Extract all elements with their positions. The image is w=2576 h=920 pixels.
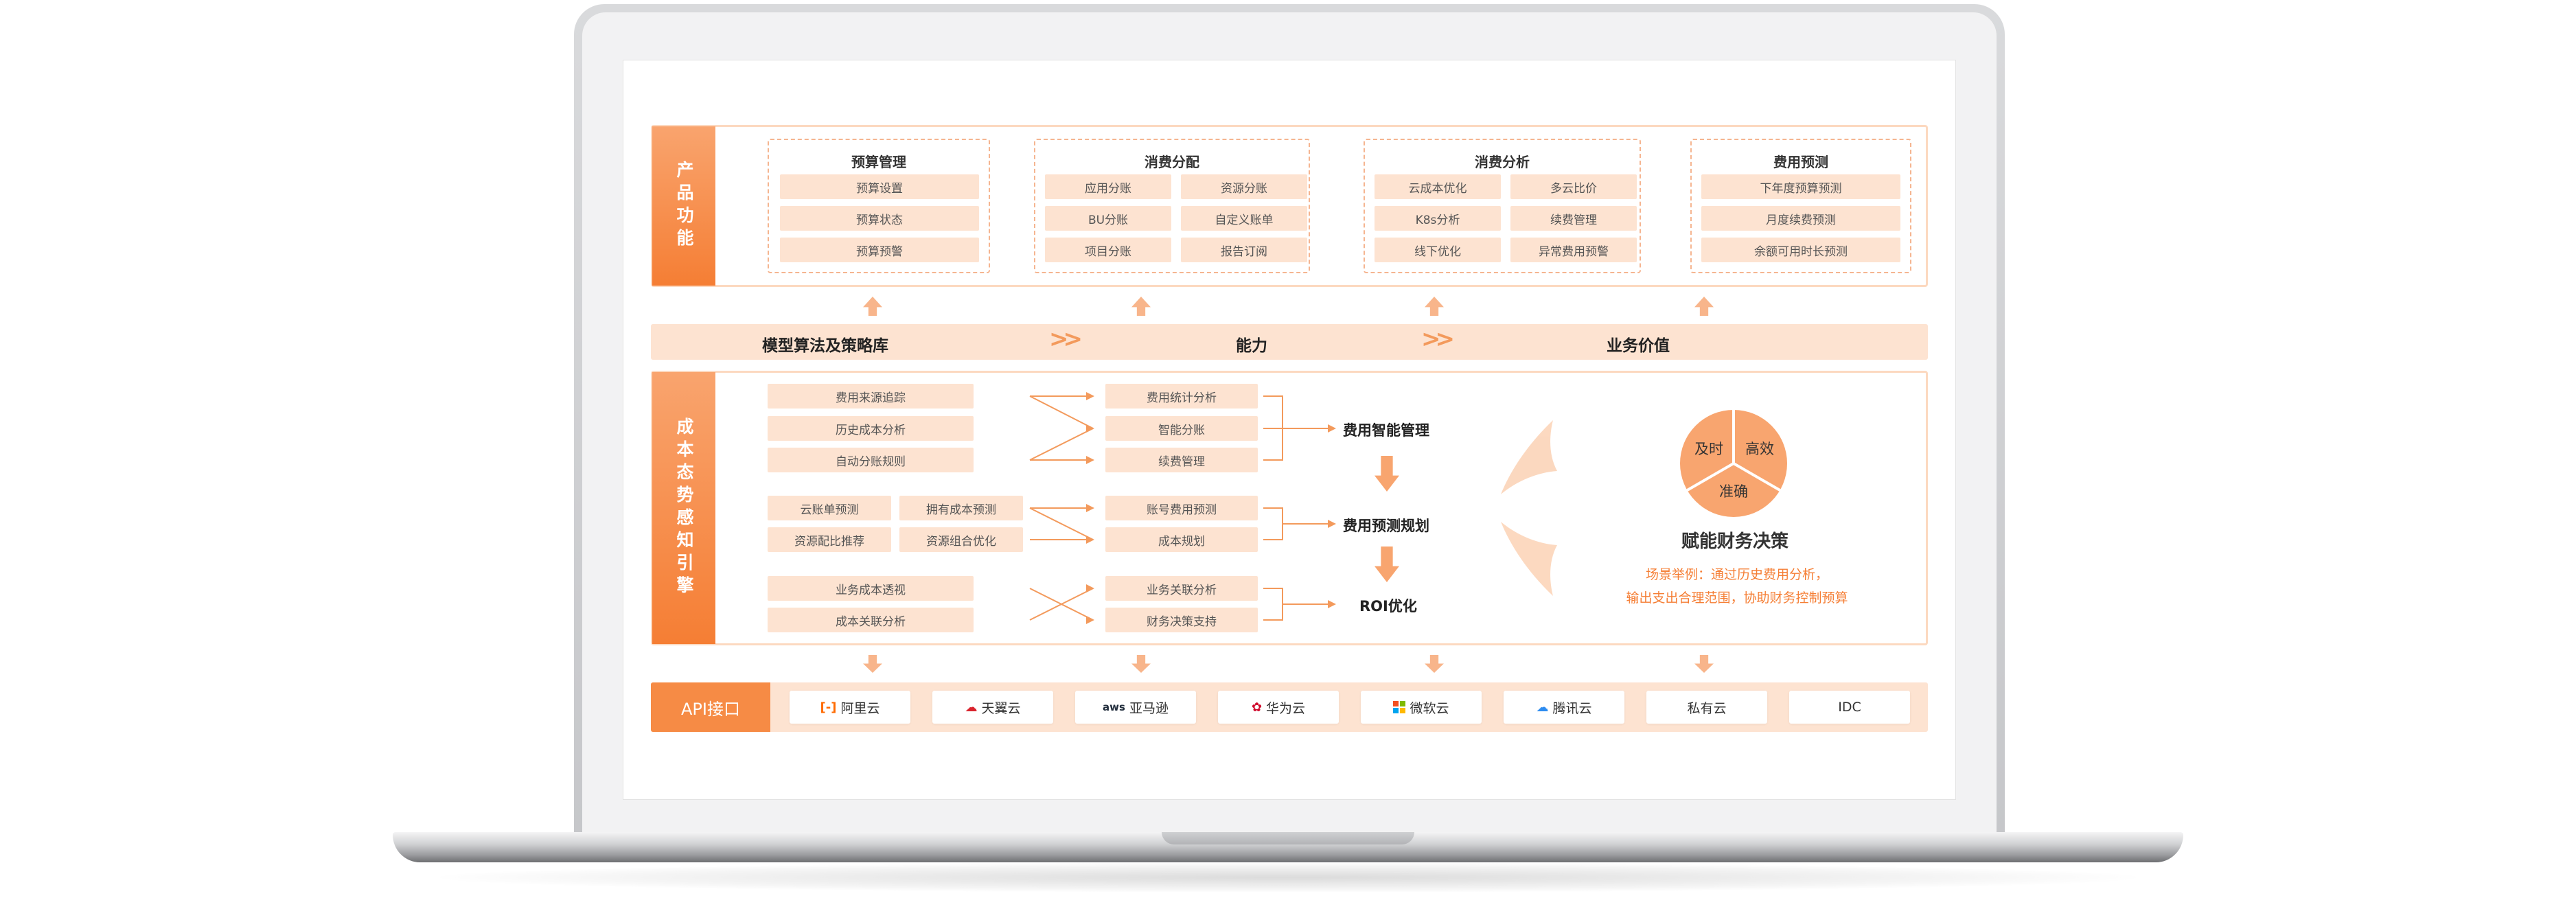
provider-huawei-cloud[interactable]: ✿ 华为云: [1218, 691, 1339, 724]
tencent-cloud-icon: ☁: [1536, 700, 1549, 715]
pie-segment-efficient: 高效: [1745, 441, 1774, 457]
feature-item[interactable]: 异常费用预警: [1510, 238, 1637, 262]
feature-item[interactable]: K8s分析: [1375, 206, 1501, 231]
feature-item[interactable]: 资源分账: [1181, 174, 1307, 199]
group-cost-forecast: 费用预测: [1690, 139, 1911, 273]
engine-source-item: 拥有成本预测: [899, 496, 1023, 520]
feature-item[interactable]: 云成本优化: [1375, 174, 1501, 199]
scenario-line-1: 场景举例：通过历史费用分析，: [1645, 567, 1828, 582]
engine-capability-item: 智能分账: [1105, 416, 1258, 441]
engine-source-item: 成本关联分析: [768, 608, 974, 632]
laptop-notch: [1162, 832, 1414, 844]
engine-source-item: 历史成本分析: [768, 416, 974, 441]
provider-aws[interactable]: aws 亚马逊: [1075, 691, 1196, 724]
huawei-icon: ✿: [1251, 700, 1263, 715]
provider-name: 私有云: [1687, 700, 1727, 716]
group-title: 费用预测: [1773, 154, 1828, 170]
feature-item[interactable]: 下年度预算预测: [1701, 174, 1900, 199]
decision-title: 赋能财务决策: [1681, 531, 1789, 552]
feature-item[interactable]: 多云比价: [1510, 174, 1637, 199]
provider-name: IDC: [1838, 700, 1861, 715]
engine-source-item: 业务成本透视: [768, 576, 974, 601]
feature-item[interactable]: 项目分账: [1045, 238, 1171, 262]
provider-name: 微软云: [1410, 700, 1449, 716]
feature-item[interactable]: 月度续费预测: [1701, 206, 1900, 231]
engine-capability-item: 财务决策支持: [1105, 608, 1258, 632]
group-budget-management: 预算管理: [768, 139, 990, 273]
engine-capability-item: 续费管理: [1105, 448, 1258, 472]
feature-item[interactable]: 自定义账单: [1181, 206, 1307, 231]
feature-item[interactable]: 续费管理: [1510, 206, 1637, 231]
feature-item[interactable]: 预算状态: [780, 206, 979, 231]
provider-name: 天翼云: [981, 700, 1021, 716]
group-title: 预算管理: [851, 154, 906, 170]
pie-segment-accurate: 准确: [1719, 483, 1748, 500]
group-cost-analysis: 消费分析: [1364, 139, 1641, 273]
provider-private-cloud[interactable]: 私有云: [1646, 691, 1767, 724]
provider-idc[interactable]: IDC: [1789, 691, 1910, 724]
engine-capability-item: 业务关联分析: [1105, 576, 1258, 601]
group-cost-allocation: 消费分配: [1034, 139, 1310, 273]
feature-item[interactable]: 余额可用时长预测: [1701, 238, 1900, 262]
engine-label: 成本态势感知引擎: [652, 372, 715, 644]
engine-capability-item: 成本规划: [1105, 527, 1258, 552]
feature-item[interactable]: 应用分账: [1045, 174, 1171, 199]
double-chevron-icon: >>: [1049, 325, 1083, 353]
aws-icon: aws: [1103, 701, 1125, 713]
decision-pie: [1680, 410, 1787, 517]
scenario-line-2: 输出支出合理范围，协助财务控制预算: [1626, 590, 1848, 606]
pie-segment-timely: 及时: [1694, 441, 1723, 457]
flow-bar: [651, 324, 1928, 360]
provider-tencent-cloud[interactable]: ☁ 腾讯云: [1504, 691, 1624, 724]
provider-name: 亚马逊: [1129, 700, 1169, 716]
flow-capability: 能力: [1236, 337, 1267, 355]
feature-item[interactable]: 预算预警: [780, 238, 979, 262]
double-chevron-icon: >>: [1421, 325, 1455, 353]
engine-capability-item: 账号费用预测: [1105, 496, 1258, 520]
provider-microsoft-azure[interactable]: 微软云: [1361, 691, 1482, 724]
engine-source-item: 资源配比推荐: [768, 527, 891, 552]
feature-item[interactable]: 报告订阅: [1181, 238, 1307, 262]
output-roi-optimization: ROI优化: [1359, 598, 1417, 614]
provider-aliyun[interactable]: [-] 阿里云: [790, 691, 910, 724]
provider-tianyi-cloud[interactable]: ☁ 天翼云: [932, 691, 1053, 724]
microsoft-icon: [1393, 701, 1406, 713]
flow-model-library: 模型算法及策略库: [762, 337, 888, 355]
engine-capability-item: 费用统计分析: [1105, 384, 1258, 409]
aliyun-icon: [-]: [820, 700, 837, 715]
engine-source-item: 费用来源追踪: [768, 384, 974, 409]
engine-source-item: 云账单预测: [768, 496, 891, 520]
provider-name: 阿里云: [840, 700, 880, 716]
output-cost-forecast-planning: 费用预测规划: [1343, 518, 1429, 534]
api-label: API接口: [651, 682, 770, 732]
product-functions-label: 产品功能: [652, 126, 715, 286]
flow-business-value: 业务价值: [1607, 337, 1670, 355]
laptop-shadow: [439, 862, 2137, 893]
group-title: 消费分配: [1145, 154, 1199, 170]
feature-item[interactable]: 线下优化: [1375, 238, 1501, 262]
feature-item[interactable]: BU分账: [1045, 206, 1171, 231]
feature-item[interactable]: 预算设置: [780, 174, 979, 199]
output-smart-cost-management: 费用智能管理: [1343, 422, 1429, 439]
engine-source-item: 自动分账规则: [768, 448, 974, 472]
provider-name: 华为云: [1266, 700, 1306, 716]
tianyi-cloud-icon: ☁: [965, 700, 978, 715]
engine-source-item: 资源组合优化: [899, 527, 1023, 552]
group-title: 消费分析: [1475, 154, 1530, 170]
provider-name: 腾讯云: [1552, 700, 1592, 716]
